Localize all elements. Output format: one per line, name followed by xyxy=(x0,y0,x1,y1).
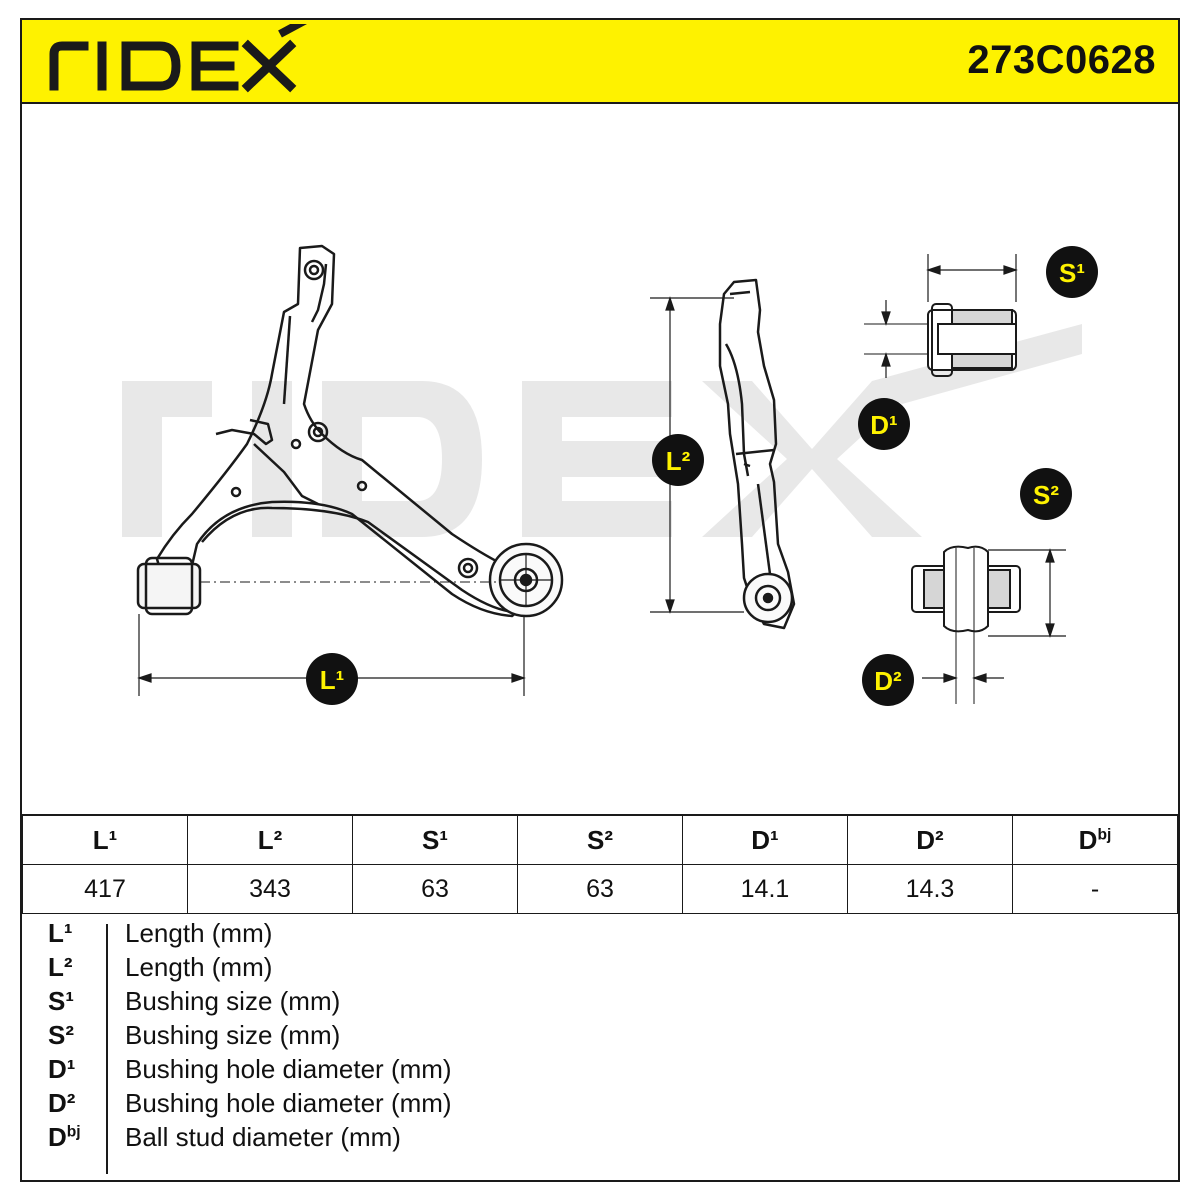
header-bar: 273C0628 xyxy=(22,20,1178,104)
legend-symbol: D² xyxy=(48,1088,76,1118)
header-s1: S¹ xyxy=(352,814,518,865)
d1-badge: D¹ xyxy=(858,398,910,450)
s1-label: S¹ xyxy=(1059,258,1085,288)
legend-row: L¹ Length (mm) xyxy=(22,916,1178,950)
d1-label: D¹ xyxy=(870,410,897,440)
control-arm-side-view xyxy=(718,278,796,630)
legend-text: Ball stud diameter (mm) xyxy=(125,1122,401,1152)
header-dbj: Dbj xyxy=(1012,814,1178,865)
value-s1: 63 xyxy=(352,864,518,914)
l1-label: L¹ xyxy=(320,665,345,695)
l2-label: L² xyxy=(666,446,691,476)
bushing-1-drawing xyxy=(864,303,1017,377)
legend-row: Dbj Ball stud diameter (mm) xyxy=(22,1120,1178,1154)
d2-dimension xyxy=(922,673,1004,683)
d2-label: D² xyxy=(874,666,902,696)
value-l1: 417 xyxy=(22,864,188,914)
value-dbj: - xyxy=(1012,864,1178,914)
s2-badge: S² xyxy=(1020,468,1072,520)
header-dbj-sup: bj xyxy=(1097,826,1112,844)
product-sheet: 273C0628 xyxy=(20,18,1180,1182)
legend-text: Bushing size (mm) xyxy=(125,1020,341,1050)
legend-symbol-dbj: Dbj xyxy=(48,1122,81,1152)
s1-badge: S¹ xyxy=(1046,246,1098,298)
legend-divider xyxy=(106,924,108,1174)
s1-dimension xyxy=(926,254,1018,302)
specs-value-row: 417 343 63 63 14.1 14.3 - xyxy=(22,864,1178,914)
legend-symbol: S² xyxy=(48,1020,74,1050)
ridex-watermark xyxy=(122,324,1082,537)
legend-symbol: L¹ xyxy=(48,918,73,948)
drawing-canvas: L¹ xyxy=(122,244,1098,706)
header-d2: D² xyxy=(847,814,1013,865)
header-s2: S² xyxy=(517,814,683,865)
control-arm-top-view xyxy=(136,244,564,618)
part-number: 273C0628 xyxy=(967,38,1156,82)
value-s2: 63 xyxy=(517,864,683,914)
bushing-2-drawing xyxy=(911,545,1021,704)
d2-badge: D² xyxy=(862,654,914,706)
technical-drawing: L¹ xyxy=(22,104,1178,814)
d1-dimension xyxy=(881,300,891,378)
s2-dimension xyxy=(988,548,1066,638)
ridex-logo xyxy=(49,24,308,93)
legend-text: Length (mm) xyxy=(125,952,273,982)
legend: L¹ Length (mm) L² Length (mm) S¹ Bushing… xyxy=(22,916,1178,1154)
value-d1: 14.1 xyxy=(682,864,848,914)
header-d1: D¹ xyxy=(682,814,848,865)
legend-text: Length (mm) xyxy=(125,918,273,948)
value-d2: 14.3 xyxy=(847,864,1013,914)
l2-badge: L² xyxy=(652,434,704,486)
specs-table: L¹ L² S¹ S² D¹ D² Dbj 417 343 63 63 14.1… xyxy=(22,814,1178,914)
s2-label: S² xyxy=(1033,480,1059,510)
legend-text: Bushing size (mm) xyxy=(125,986,341,1016)
legend-row: L² Length (mm) xyxy=(22,950,1178,984)
specs-header-row: L¹ L² S¹ S² D¹ D² Dbj xyxy=(22,814,1178,865)
legend-row: D² Bushing hole diameter (mm) xyxy=(22,1086,1178,1120)
legend-dbj-sup: bj xyxy=(66,1123,81,1141)
value-l2: 343 xyxy=(187,864,353,914)
l1-badge: L¹ xyxy=(306,653,358,705)
legend-symbol: D¹ xyxy=(48,1054,76,1084)
legend-row: S¹ Bushing size (mm) xyxy=(22,984,1178,1018)
legend-symbol: L² xyxy=(48,952,73,982)
legend-text: Bushing hole diameter (mm) xyxy=(125,1054,452,1084)
legend-text: Bushing hole diameter (mm) xyxy=(125,1088,452,1118)
header-l2: L² xyxy=(187,814,353,865)
header-l1: L¹ xyxy=(22,814,188,865)
legend-row: S² Bushing size (mm) xyxy=(22,1018,1178,1052)
legend-row: D¹ Bushing hole diameter (mm) xyxy=(22,1052,1178,1086)
legend-symbol: S¹ xyxy=(48,986,74,1016)
